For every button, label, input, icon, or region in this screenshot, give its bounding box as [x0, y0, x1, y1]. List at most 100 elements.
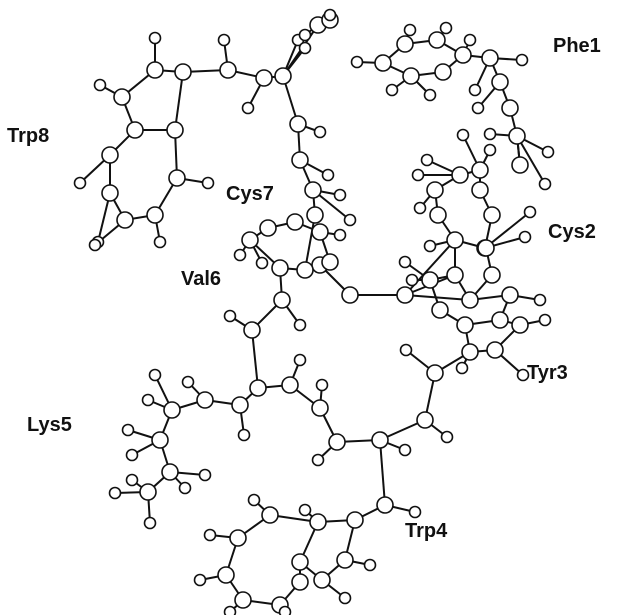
hydrogen-atom: [223, 309, 237, 323]
hydrogen-atom: [333, 228, 347, 242]
hydrogen-atom: [313, 125, 327, 139]
heavy-atom: [296, 261, 314, 279]
hydrogen-atom: [278, 605, 292, 615]
heavy-atom: [396, 286, 414, 304]
hydrogen-atom: [398, 255, 412, 269]
residue-label-cys2: Cys2: [548, 221, 596, 243]
heavy-atom: [234, 591, 252, 609]
heavy-atom: [483, 266, 501, 284]
hydrogen-atom: [198, 468, 212, 482]
heavy-atom: [477, 239, 495, 257]
hydrogen-atom: [141, 393, 155, 407]
heavy-atom: [174, 63, 192, 81]
heavy-atom: [346, 511, 364, 529]
heavy-atom: [371, 431, 389, 449]
hydrogen-atom: [93, 78, 107, 92]
hydrogen-atom: [408, 505, 422, 519]
hydrogen-atom: [523, 205, 537, 219]
heavy-atom: [454, 46, 472, 64]
heavy-atom: [511, 316, 529, 334]
heavy-atom: [471, 161, 489, 179]
residue-label-val6: Val6: [181, 268, 222, 290]
heavy-atom: [511, 156, 529, 174]
hydrogen-atom: [247, 493, 261, 507]
hydrogen-atom: [423, 239, 437, 253]
heavy-atom: [286, 213, 304, 231]
hydrogen-atom: [399, 343, 413, 357]
heavy-atom: [161, 463, 179, 481]
heavy-atom: [501, 99, 519, 117]
heavy-atom: [196, 391, 214, 409]
heavy-atom: [481, 49, 499, 67]
residue-label-cys7: Cys7: [226, 183, 274, 205]
hydrogen-atom: [515, 53, 529, 67]
heavy-atom: [508, 127, 526, 145]
hydrogen-atom: [108, 486, 122, 500]
heavy-atom: [341, 286, 359, 304]
heavy-atom: [376, 496, 394, 514]
heavy-atom: [396, 35, 414, 53]
hydrogen-atom: [483, 143, 497, 157]
heavy-atom: [261, 506, 279, 524]
hydrogen-atom: [398, 443, 412, 457]
hydrogen-atom: [293, 353, 307, 367]
hydrogen-atom: [455, 361, 469, 375]
heavy-atom: [166, 121, 184, 139]
heavy-atom: [249, 379, 267, 397]
hydrogen-atom: [323, 8, 337, 22]
bond: [174, 71, 184, 131]
heavy-atom: [291, 553, 309, 571]
heavy-atom: [304, 181, 322, 199]
residue-label-phe1: Phe1: [553, 35, 601, 57]
heavy-atom: [271, 259, 289, 277]
heavy-atom: [311, 223, 329, 241]
hydrogen-atom: [321, 168, 335, 182]
hydrogen-atom: [148, 31, 162, 45]
bond: [484, 211, 531, 249]
heavy-atom: [313, 571, 331, 589]
heavy-atom: [101, 146, 119, 164]
heavy-atom: [446, 231, 464, 249]
hydrogen-atom: [363, 558, 377, 572]
hydrogen-atom: [233, 248, 247, 262]
hydrogen-atom: [439, 21, 453, 35]
hydrogen-atom: [311, 453, 325, 467]
bond: [304, 214, 316, 271]
heavy-atom: [168, 169, 186, 187]
heavy-atom: [311, 399, 329, 417]
heavy-atom: [116, 211, 134, 229]
hydrogen-atom: [298, 28, 312, 42]
hydrogen-atom: [153, 235, 167, 249]
hydrogen-atom: [181, 375, 195, 389]
heavy-atom: [146, 206, 164, 224]
heavy-atom: [241, 231, 259, 249]
heavy-atom: [151, 431, 169, 449]
heavy-atom: [483, 206, 501, 224]
heavy-atom: [431, 301, 449, 319]
hydrogen-atom: [541, 145, 555, 159]
heavy-atom: [456, 316, 474, 334]
heavy-atom: [328, 433, 346, 451]
heavy-atom: [374, 54, 392, 72]
hydrogen-atom: [333, 188, 347, 202]
hydrogen-atom: [420, 153, 434, 167]
heavy-atom: [101, 184, 119, 202]
hydrogen-atom: [343, 213, 357, 227]
hydrogen-atom: [88, 238, 102, 252]
heavy-atom: [306, 206, 324, 224]
hydrogen-atom: [143, 516, 157, 530]
heavy-atom: [229, 529, 247, 547]
heavy-atom: [255, 69, 273, 87]
hydrogen-atom: [298, 503, 312, 517]
heavy-atom: [426, 364, 444, 382]
bond: [251, 329, 259, 389]
hydrogen-atom: [538, 313, 552, 327]
heavy-atom: [486, 341, 504, 359]
heavy-atom: [471, 181, 489, 199]
heavy-atom: [491, 311, 509, 329]
heavy-atom: [402, 67, 420, 85]
hydrogen-atom: [217, 33, 231, 47]
hydrogen-atom: [237, 428, 251, 442]
hydrogen-atom: [533, 293, 547, 307]
